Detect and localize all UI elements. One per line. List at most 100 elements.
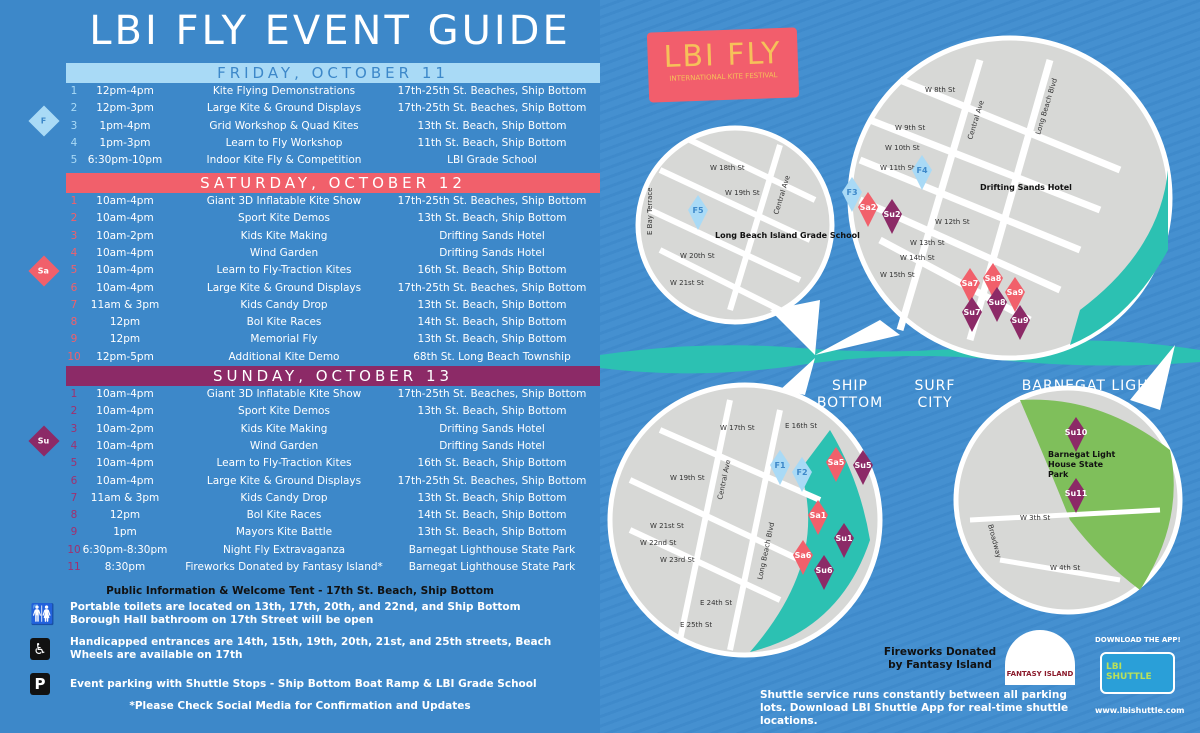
kite-marker: Su7 xyxy=(962,297,982,332)
street-label: W 22nd St xyxy=(640,539,677,547)
marker-label: Su7 xyxy=(963,308,980,317)
town-ship-bottom: SHIP BOTTOM xyxy=(816,378,884,411)
event-location: 17th-25th St. Beaches, Ship Bottom xyxy=(397,281,587,294)
map-circle-barnegat xyxy=(953,345,1183,615)
event-location: 13th St. Beach, Ship Bottom xyxy=(417,298,567,311)
event-number: 2 xyxy=(70,102,78,115)
event-name: Bol Kite Races xyxy=(246,509,322,522)
marker-label: F3 xyxy=(846,188,857,197)
event-time: 12pm xyxy=(109,316,141,329)
event-number: 5 xyxy=(70,154,78,167)
street-label: W 17th St xyxy=(720,424,755,432)
event-time: 1pm-4pm xyxy=(99,119,151,132)
event-location: 68th St. Long Beach Township xyxy=(413,350,571,363)
event-name: Sport Kite Demos xyxy=(238,405,330,418)
event-name: Giant 3D Inflatable Kite Show xyxy=(206,195,362,207)
event-number: 2 xyxy=(70,405,78,418)
event-name: Wind Garden xyxy=(249,439,319,452)
event-number: 1 xyxy=(70,195,78,207)
event-location: 14th St. Beach, Ship Bottom xyxy=(417,509,567,522)
event-time: 6:30pm-8:30pm xyxy=(82,543,168,556)
event-name: Night Fly Extravaganza xyxy=(222,543,346,556)
event-time: 12pm xyxy=(109,333,141,346)
street-label: E 25th St xyxy=(680,621,712,629)
event-number: 5 xyxy=(70,264,78,277)
event-name: Wind Garden xyxy=(249,246,319,259)
event-name: Kids Kite Making xyxy=(240,422,328,435)
event-name: Additional Kite Demo xyxy=(228,350,340,363)
marker-label: Sa7 xyxy=(962,279,979,288)
shuttle-url[interactable]: www.lbishuttle.com xyxy=(1095,706,1185,715)
school-label: Long Beach Island Grade School xyxy=(715,231,860,240)
marker-label: F5 xyxy=(692,206,703,215)
event-location: 17th-25th St. Beaches, Ship Bottom xyxy=(397,388,587,400)
fantasy-island-logo: FANTASY ISLAND xyxy=(1005,630,1075,685)
event-number: 6 xyxy=(70,281,78,294)
day-header: SUNDAY, OCTOBER 13 xyxy=(66,366,600,386)
kite-label: F xyxy=(41,116,47,126)
event-time: 10am-4pm xyxy=(96,212,154,225)
marker-label: Sa6 xyxy=(795,551,812,560)
street-label: W 21st St xyxy=(670,279,704,287)
kite-label: Su xyxy=(38,436,50,446)
kite-marker: Sa5 xyxy=(826,447,846,482)
street-label: W 20th St xyxy=(680,252,715,260)
event-time: 10am-4pm xyxy=(96,457,154,470)
event-time: 12pm-5pm xyxy=(96,350,154,363)
street-label: W 18th St xyxy=(710,164,745,172)
marker-label: Su1 xyxy=(835,534,852,543)
street-label: E 24th St xyxy=(700,599,732,607)
kite-marker: Sa1 xyxy=(808,500,828,535)
event-location: Barnegat Lighthouse State Park xyxy=(408,561,576,573)
event-name: Kite Flying Demonstrations xyxy=(212,85,356,97)
handicap-info: Handicapped entrances are 14th, 15th, 19… xyxy=(70,636,552,661)
event-time: 10am-2pm xyxy=(96,229,154,242)
download-app-label: DOWNLOAD THE APP! xyxy=(1095,636,1181,644)
park-label: Barnegat Light House State Park xyxy=(1048,450,1116,479)
parking-icon: P xyxy=(30,673,50,695)
street-label: W 8th St xyxy=(925,86,955,94)
event-number: 9 xyxy=(70,526,78,539)
street-label: W 3th St xyxy=(1020,514,1050,522)
event-location: 17th-25th St. Beaches, Ship Bottom xyxy=(397,195,587,207)
festival-map: W 18th St W 19th St W 20th St W 21st St … xyxy=(600,35,1200,658)
street-label: E Bay Terrace xyxy=(646,187,654,235)
hotel-label: Drifting Sands Hotel xyxy=(980,183,1072,192)
event-name: Kids Candy Drop xyxy=(240,491,328,504)
event-time: 10am-4pm xyxy=(96,439,154,452)
event-time: 10am-4pm xyxy=(96,264,154,277)
kite-label: Sa xyxy=(38,266,50,276)
event-number: 6 xyxy=(70,474,78,487)
toilets-info: Portable toilets are located on 13th, 17… xyxy=(70,601,521,626)
shuttle-info: Shuttle service runs constantly between … xyxy=(760,689,1069,727)
event-location: Drifting Sands Hotel xyxy=(439,246,545,259)
event-time: 11am & 3pm xyxy=(90,298,160,311)
event-number: 7 xyxy=(70,491,78,504)
event-number: 1 xyxy=(70,388,78,400)
marker-label: Su5 xyxy=(854,461,871,470)
street-label: W 11th St xyxy=(880,164,915,172)
lbi-shuttle-app-logo[interactable]: LBI SHUTTLE xyxy=(1100,652,1175,694)
event-number: 4 xyxy=(70,439,78,452)
kite-marker: Su5 xyxy=(853,450,873,485)
kite-icon: Sa xyxy=(28,255,60,287)
event-location: 13th St. Beach, Ship Bottom xyxy=(417,119,567,132)
event-name: Kids Candy Drop xyxy=(240,298,328,311)
event-name: Large Kite & Ground Displays xyxy=(206,281,362,294)
event-number: 1 xyxy=(70,85,78,97)
event-number: 8 xyxy=(70,316,78,329)
marker-label: Sa5 xyxy=(828,458,845,467)
kite-marker: F2 xyxy=(792,457,812,492)
street-label: W 10th St xyxy=(885,144,920,152)
